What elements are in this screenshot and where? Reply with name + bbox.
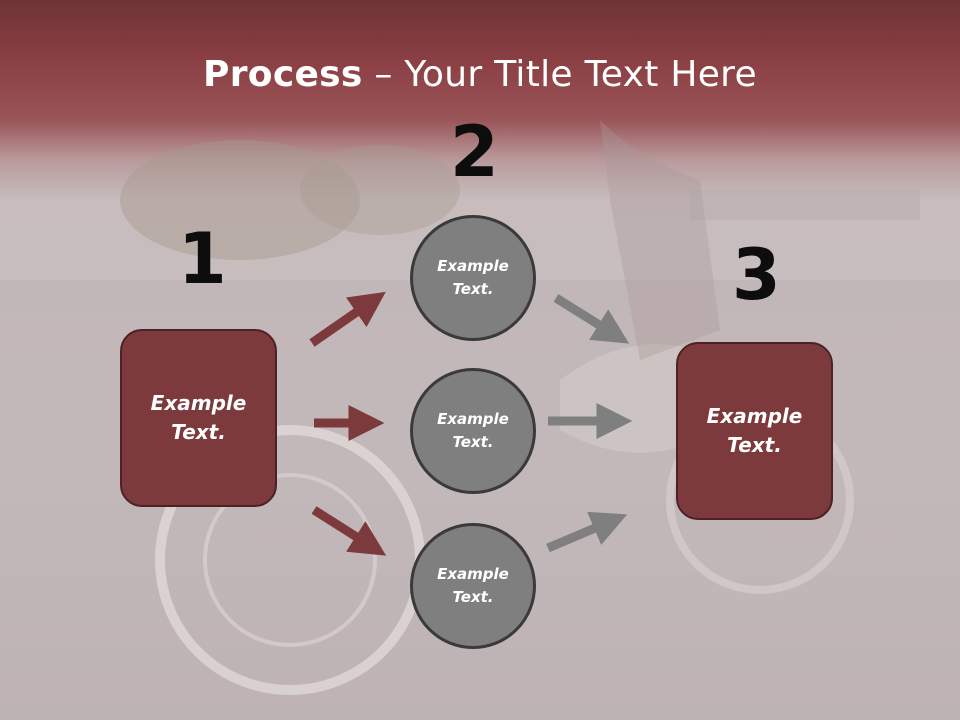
step-box-1-line2: Text. (171, 420, 226, 444)
circle-bottom-line1: Example (437, 565, 509, 583)
step-box-3-text: Example Text. (707, 402, 803, 460)
step-box-1: Example Text. (120, 329, 277, 507)
step-box-3: Example Text. (676, 342, 833, 520)
step-box-3-line1: Example (706, 404, 803, 428)
circle-bottom-line2: Text. (452, 588, 494, 606)
circle-top-line2: Text. (452, 280, 494, 298)
step-number-2: 2 (450, 111, 499, 193)
circle-middle-line2: Text. (452, 433, 494, 451)
step-box-1-line1: Example (150, 391, 247, 415)
process-circle-top: Example Text. (410, 215, 536, 341)
circle-top-line1: Example (437, 257, 509, 275)
title-bold: Process (203, 54, 363, 95)
process-circle-middle: Example Text. (410, 368, 536, 494)
page-title: Process – Your Title Text Here (0, 54, 960, 95)
step-box-3-line2: Text. (727, 433, 782, 457)
title-rest: – Your Title Text Here (362, 54, 757, 95)
process-circle-bottom: Example Text. (410, 523, 536, 649)
circle-middle-line1: Example (437, 410, 509, 428)
step-number-1: 1 (178, 218, 227, 300)
step-number-3: 3 (732, 234, 781, 316)
step-box-1-text: Example Text. (151, 389, 247, 447)
